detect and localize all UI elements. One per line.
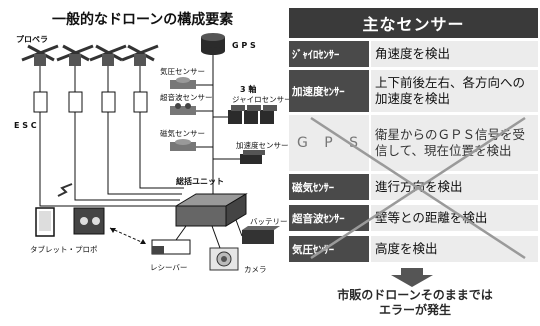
conclusion-line-2: エラーが発生 (378, 303, 451, 317)
control-unit (174, 193, 248, 227)
battery-label: バッテリー (250, 217, 288, 226)
gps-module (201, 33, 225, 55)
sensor-row-gyro: ｼﾞｬｲﾛｾﾝｻｰ 角速度を検出 (289, 41, 538, 67)
magnetic-sensor (170, 139, 196, 151)
accel-sensor (240, 150, 265, 164)
gyro-sensor-label-2: ジャイロセンサー (232, 95, 290, 104)
sensor-name: 磁気ｾﾝｻｰ (289, 174, 369, 200)
sensor-function: 衛星からのＧＰＳ信号を受信して、現在位置を検出 (371, 115, 538, 171)
propeller-2 (56, 44, 94, 66)
camera-label: カメラ (244, 265, 267, 274)
gyro-sensor-label-1: 3 軸 (240, 84, 256, 94)
sensor-name: ｼﾞｬｲﾛｾﾝｻｰ (289, 41, 369, 67)
sensor-row-gps: G P S 衛星からのＧＰＳ信号を受信して、現在位置を検出 (289, 115, 538, 171)
propeller-1 (21, 44, 59, 66)
gyro-sensor (228, 105, 277, 124)
accel-sensor-label: 加速度センサー (236, 140, 289, 150)
receiver (151, 239, 191, 255)
esc-units (33, 91, 148, 113)
camera (209, 247, 239, 271)
cross-mark-icon (310, 116, 526, 260)
propeller-3 (89, 44, 127, 66)
receiver-label: レシーバー (150, 263, 187, 272)
sensor-row-accel: 加速度ｾﾝｻｰ 上下前後左右、各方向への加速度を検出 (289, 70, 538, 112)
drone-components-diagram: 一般的なドローンの構成要素 G P S プロペラ E S C (14, 11, 290, 274)
sensor-name: 超音波ｾﾝｻｰ (289, 205, 369, 231)
tablet (35, 207, 55, 237)
sensor-table-title: 主なセンサー (289, 8, 538, 38)
sensor-function: 進行方向を検出 (371, 174, 538, 200)
tablet-propo-label: タブレット・プロポ (30, 244, 98, 254)
sensor-table: 主なセンサー ｼﾞｬｲﾛｾﾝｻｰ 角速度を検出 加速度ｾﾝｻｰ 上下前後左右、各… (289, 8, 540, 266)
sensor-row-magnetic: 磁気ｾﾝｻｰ 進行方向を検出 (289, 174, 538, 200)
control-unit-label: 総括ユニット (176, 176, 224, 186)
pressure-sensor (170, 77, 196, 89)
sensor-function: 上下前後左右、各方向への加速度を検出 (371, 70, 538, 112)
propeller-4 (121, 44, 159, 66)
diagram-title: 一般的なドローンの構成要素 (52, 11, 233, 28)
propeller-label: プロペラ (16, 34, 48, 44)
signal-icon (57, 183, 73, 197)
sensor-function: 角速度を検出 (371, 41, 538, 67)
magnetic-sensor-label: 磁気センサー (160, 128, 205, 138)
gps-label: G P S (232, 41, 256, 50)
conclusion-text: 市販のドローンそのままでは エラーが発生 (305, 288, 525, 318)
arrow-down-icon (391, 268, 433, 287)
esc-label: E S C (14, 121, 37, 130)
sensor-name: 気圧ｾﾝｻｰ (289, 236, 369, 262)
ultrasonic-sensor-label: 超音波センサー (160, 92, 213, 102)
conclusion-line-1: 市販のドローンそのままでは (337, 288, 493, 302)
battery (242, 226, 280, 244)
sensor-name: 加速度ｾﾝｻｰ (289, 70, 369, 112)
ultrasonic-sensor (170, 103, 196, 115)
pressure-sensor-label: 気圧センサー (160, 66, 205, 76)
propo-controller (73, 207, 105, 235)
